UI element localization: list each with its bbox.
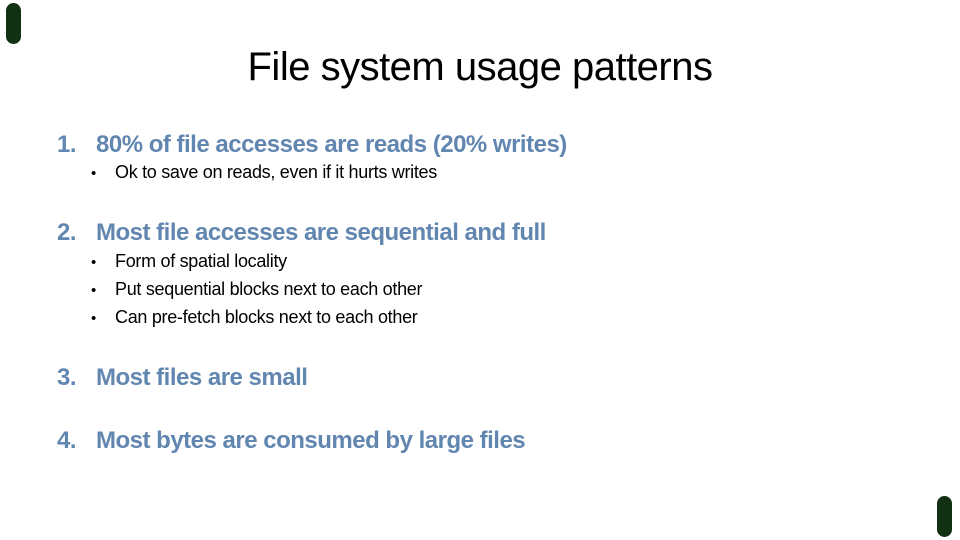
sub-bullet-label: Ok to save on reads, even if it hurts wr… xyxy=(115,162,437,182)
numbered-item-4: 4. Most bytes are consumed by large file… xyxy=(57,427,526,455)
numbered-item-1: 1. 80% of file accesses are reads (20% w… xyxy=(57,131,567,159)
item-label: Most bytes are consumed by large files xyxy=(96,427,526,454)
sub-bullet-item: • Form of spatial locality xyxy=(91,248,422,276)
slide-title: File system usage patterns xyxy=(247,45,714,89)
sub-bullet-item: • Can pre-fetch blocks next to each othe… xyxy=(91,304,422,332)
bullet-icon: • xyxy=(91,282,96,299)
bullet-icon: • xyxy=(91,165,96,182)
sub-bullet-label: Put sequential blocks next to each other xyxy=(115,279,423,299)
sub-bullet-label: Form of spatial locality xyxy=(115,251,287,271)
corner-mark-bottom-right-icon xyxy=(937,496,952,537)
bullet-icon: • xyxy=(91,310,96,327)
sub-bullet-item: • Put sequential blocks next to each oth… xyxy=(91,276,423,304)
numbered-item-2: 2. Most file accesses are sequential and… xyxy=(57,219,546,247)
sub-bullet-label: Can pre-fetch blocks next to each other xyxy=(115,307,418,327)
item-number: 2. xyxy=(57,219,77,246)
sub-bullet-group-1: • Ok to save on reads, even if it hurts … xyxy=(91,159,437,187)
item-label: Most file accesses are sequential and fu… xyxy=(96,219,546,246)
item-label: Most files are small xyxy=(96,364,308,391)
item-label: 80% of file accesses are reads (20% writ… xyxy=(96,131,567,158)
sub-bullet-group-2: • Form of spatial locality • Put sequent… xyxy=(91,248,423,332)
bullet-icon: • xyxy=(91,254,96,271)
item-number: 1. xyxy=(57,131,77,158)
corner-mark-top-left-icon xyxy=(6,3,21,44)
item-number: 3. xyxy=(57,364,77,391)
item-number: 4. xyxy=(57,427,77,454)
numbered-item-3: 3. Most files are small xyxy=(57,364,308,392)
sub-bullet-item: • Ok to save on reads, even if it hurts … xyxy=(91,159,437,187)
